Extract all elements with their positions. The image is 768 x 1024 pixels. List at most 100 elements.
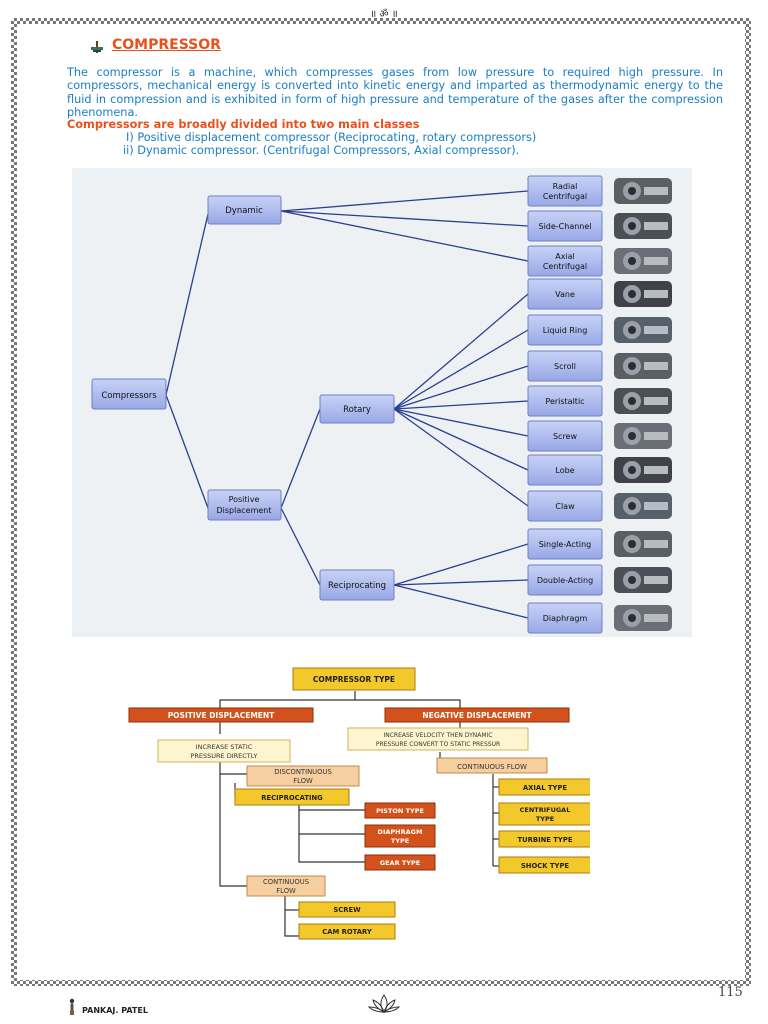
node-piston-type: PISTON TYPE — [364, 802, 436, 819]
leaf-label: Claw — [555, 502, 575, 511]
lotus-icon — [368, 994, 400, 1013]
leaf-label: Single-Acting — [539, 540, 592, 549]
leaf-label: Radial — [553, 182, 578, 191]
node-positive-displacement: Positive Displacement — [207, 489, 282, 521]
svg-text:NEGATIVE DISPLACEMENT: NEGATIVE DISPLACEMENT — [422, 711, 532, 720]
leaf-label: Side-Channel — [538, 222, 591, 231]
leaf-label: Screw — [553, 432, 578, 441]
leaf-label: Centrifugal — [543, 192, 587, 201]
leaf-label: Scroll — [554, 362, 576, 371]
machine-thumbnail-icon — [614, 457, 672, 483]
node-screw-type: SCREW — [298, 901, 396, 918]
machine-thumbnail-icon — [614, 317, 672, 343]
leaf-label: Liquid Ring — [543, 326, 588, 335]
svg-text:COMPRESSOR TYPE: COMPRESSOR TYPE — [313, 675, 395, 684]
leaf-label: Centrifugal — [543, 262, 587, 271]
node-continuous-flow-left: CONTINUOUS FLOW — [246, 875, 326, 897]
node-reciprocating-type: RECIPROCATING — [234, 788, 350, 806]
machine-thumbnail-icon — [614, 213, 672, 239]
machine-thumbnail-icon — [614, 531, 672, 557]
node-positive-displacement-type: POSITIVE DISPLACEMENT — [128, 707, 314, 723]
svg-text:CONTINUOUS FLOW: CONTINUOUS FLOW — [457, 763, 527, 771]
leaf-node: Double-Acting — [527, 564, 603, 596]
node-shock-type: SHOCK TYPE — [498, 856, 592, 874]
node-diaphragm-type: DIAPHRAGM TYPE — [364, 824, 436, 848]
svg-text:FLOW: FLOW — [293, 777, 313, 785]
machine-thumbnail-icon — [614, 248, 672, 274]
svg-text:Rotary: Rotary — [343, 405, 371, 415]
node-cam-rotary: CAM ROTARY — [298, 923, 396, 940]
node-continuous-flow-right: CONTINUOUS FLOW — [436, 757, 548, 774]
svg-text:FLOW: FLOW — [276, 887, 296, 895]
svg-text:CENTRIFUGAL: CENTRIFUGAL — [520, 806, 571, 814]
node-negative-displacement-type: NEGATIVE DISPLACEMENT — [384, 707, 570, 723]
svg-text:PRESSURE DIRECTLY: PRESSURE DIRECTLY — [190, 752, 257, 760]
machine-thumbnail-icon — [614, 281, 672, 307]
node-turbine-type: TURBINE TYPE — [498, 830, 592, 848]
svg-text:SHOCK TYPE: SHOCK TYPE — [521, 862, 570, 870]
leaf-node: Diaphragm — [527, 602, 603, 634]
machine-thumbnail-icon — [614, 567, 672, 593]
leaf-label: Lobe — [555, 466, 574, 475]
leaf-node: Side-Channel — [527, 210, 603, 242]
chart-connectors — [219, 691, 499, 937]
svg-text:Displacement: Displacement — [217, 506, 272, 515]
svg-text:AXIAL TYPE: AXIAL TYPE — [523, 784, 568, 792]
svg-text:Dynamic: Dynamic — [225, 206, 263, 216]
svg-text:INCREASE VELOCITY THEN DYNAMIC: INCREASE VELOCITY THEN DYNAMIC — [383, 732, 492, 739]
svg-text:POSITIVE DISPLACEMENT: POSITIVE DISPLACEMENT — [168, 711, 275, 720]
leaf-node: Screw — [527, 420, 603, 452]
svg-text:PISTON TYPE: PISTON TYPE — [376, 807, 424, 815]
svg-text:RECIPROCATING: RECIPROCATING — [261, 794, 323, 802]
machine-thumbnail-icon — [614, 423, 672, 449]
svg-text:Compressors: Compressors — [101, 391, 157, 401]
machine-thumbnail-icon — [614, 353, 672, 379]
svg-text:TURBINE TYPE: TURBINE TYPE — [518, 836, 573, 844]
class-item-positive: I) Positive displacement compressor (Rec… — [126, 131, 537, 144]
person-figure-icon — [69, 998, 75, 1015]
leaf-label: Axial — [555, 252, 575, 261]
machine-thumbnail-icon — [614, 605, 672, 631]
node-increase-static: INCREASE STATIC PRESSURE DIRECTLY — [157, 739, 291, 763]
svg-text:Reciprocating: Reciprocating — [328, 581, 386, 591]
svg-text:TYPE: TYPE — [391, 837, 409, 845]
node-dynamic: Dynamic — [207, 195, 282, 225]
leaf-label: Diaphragm — [543, 614, 588, 623]
node-centrifugal-type: CENTRIFUGAL TYPE — [498, 802, 592, 826]
leaf-label: Double-Acting — [537, 576, 593, 585]
intro-paragraph: The compressor is a machine, which compr… — [67, 66, 723, 120]
node-compressor-type: COMPRESSOR TYPE — [292, 667, 416, 691]
compressor-type-chart: COMPRESSOR TYPE POSITIVE DISPLACEMENT NE… — [125, 662, 592, 944]
om-header: ॥ ॐ ॥ — [370, 9, 398, 20]
compressor-tree-diagram: Compressors Dynamic Positive Displacemen… — [72, 168, 692, 637]
svg-text:CONTINUOUS: CONTINUOUS — [263, 878, 309, 886]
leaf-label: Vane — [555, 290, 575, 299]
leaf-node: Claw — [527, 490, 603, 522]
author-name: PANKAJ. PATEL — [82, 1006, 148, 1015]
bullet-icon — [91, 41, 103, 53]
machine-thumbnail-icon — [614, 178, 672, 204]
svg-text:CAM ROTARY: CAM ROTARY — [322, 928, 372, 936]
page-number: 115 — [718, 985, 743, 1000]
classes-heading: Compressors are broadly divided into two… — [67, 118, 420, 131]
svg-text:DISCONTINUOUS: DISCONTINUOUS — [274, 768, 332, 776]
leaf-node: Lobe — [527, 454, 603, 486]
leaf-node: Scroll — [527, 350, 603, 382]
leaf-node: Liquid Ring — [527, 314, 603, 346]
section-title: COMPRESSOR — [112, 37, 221, 53]
leaf-node: Single-Acting — [527, 528, 603, 560]
leaf-label: Peristaltic — [545, 397, 584, 406]
svg-text:PRESSURE CONVERT TO STATIC PRE: PRESSURE CONVERT TO STATIC PRESSUR — [376, 741, 500, 748]
node-increase-velocity: INCREASE VELOCITY THEN DYNAMIC PRESSURE … — [347, 727, 529, 751]
leaf-node: Vane — [527, 278, 603, 310]
machine-thumbnail-icon — [614, 388, 672, 414]
node-discontinuous-flow: DISCONTINUOUS FLOW — [246, 765, 360, 787]
svg-text:Positive: Positive — [229, 495, 260, 504]
svg-text:TYPE: TYPE — [536, 815, 554, 823]
node-compressors: Compressors — [91, 378, 167, 410]
tree-edges — [165, 190, 529, 619]
svg-text:GEAR TYPE: GEAR TYPE — [380, 859, 420, 867]
leaf-node: Peristaltic — [527, 385, 603, 417]
